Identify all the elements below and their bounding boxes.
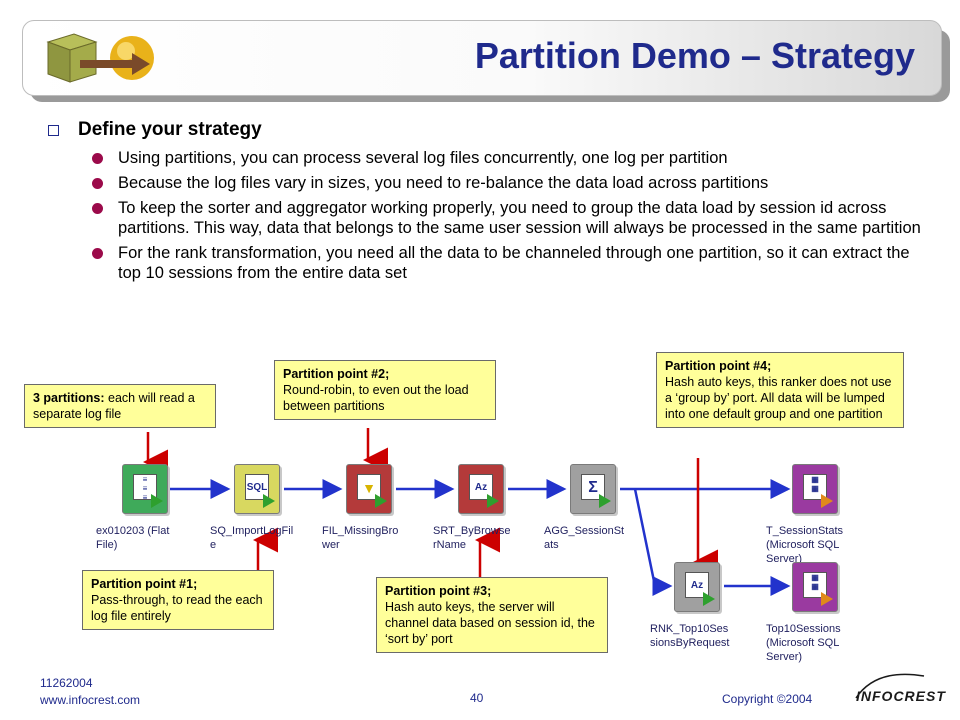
heading-bullet: Define your strategy [44, 118, 934, 142]
green-arrow-icon [375, 494, 387, 508]
slide-title: Partition Demo – Strategy [474, 35, 915, 76]
orange-arrow-icon [821, 494, 833, 508]
source-flat-file-node[interactable]: ≡≡≡ [122, 464, 168, 514]
green-arrow-icon [703, 592, 715, 606]
target-session-stats-node[interactable]: ▦▦ [792, 464, 838, 514]
bullet-content: Define your strategy Using partitions, y… [44, 118, 934, 288]
copyright: Copyright ©2004 [722, 692, 813, 706]
orange-arrow-icon [821, 592, 833, 606]
node-label: SQ_ImportLogFil e [210, 525, 294, 551]
ranker-node[interactable]: Az [674, 562, 720, 612]
sub-bullet: For the rank transformation, you need al… [44, 243, 934, 283]
callout-partition-point-2: Partition point #2; Round-robin, to even… [274, 360, 496, 420]
callout-partition-point-3: Partition point #3; Hash auto keys, the … [376, 577, 608, 653]
title-bar: Partition Demo – Strategy [22, 20, 942, 96]
node-label: SRT_ByBrowse rName [433, 525, 511, 551]
node-label: ex010203 (Flat File) [96, 525, 170, 551]
target-top10-node[interactable]: ▦▦ [792, 562, 838, 612]
node-label: T_SessionStats (Microsoft SQL Server) [766, 525, 844, 565]
footer-url: www.infocrest.com [40, 693, 141, 707]
callout-partitions: 3 partitions: each will read a separate … [24, 384, 216, 428]
cube-sphere-logo-icon [46, 33, 154, 83]
infocrest-logo-icon [855, 673, 925, 699]
green-arrow-icon [487, 494, 499, 508]
round-bullet-icon [92, 178, 103, 189]
sub-bullet: Using partitions, you can process severa… [44, 148, 934, 168]
round-bullet-icon [92, 203, 103, 214]
sort-icon: Az [469, 474, 493, 500]
node-label: AGG_SessionSt ats [544, 525, 625, 551]
square-bullet-icon [48, 125, 59, 136]
sorter-node[interactable]: Az [458, 464, 504, 514]
round-bullet-icon [92, 153, 103, 164]
heading-text: Define your strategy [78, 119, 262, 140]
footer-code: 11262004 [40, 676, 93, 690]
aggregator-node[interactable]: Σ [570, 464, 616, 514]
callout-partition-point-4: Partition point #4; Hash auto keys, this… [656, 352, 904, 428]
sub-bullet-list: Using partitions, you can process severa… [44, 148, 934, 283]
green-arrow-icon [151, 494, 163, 508]
node-label: Top10Sessions (Microsoft SQL Server) [766, 623, 841, 663]
green-arrow-icon [263, 494, 275, 508]
node-label: FIL_MissingBro wer [322, 525, 399, 551]
green-arrow-icon [599, 494, 611, 508]
round-bullet-icon [92, 248, 103, 259]
infocrest-logo-text: INFOCREST [856, 688, 946, 704]
page-number: 40 [470, 691, 484, 705]
flow-line [633, 488, 673, 596]
sub-bullet: Because the log files vary in sizes, you… [44, 173, 934, 193]
node-label: RNK_Top10Ses sionsByRequest [650, 623, 730, 649]
source-qualifier-node[interactable]: SQL [234, 464, 280, 514]
sub-bullet: To keep the sorter and aggregator workin… [44, 198, 934, 238]
rank-icon: Az [685, 572, 709, 598]
table-icon: ▦▦ [803, 474, 827, 500]
callout-partition-point-1: Partition point #1; Pass-through, to rea… [82, 570, 274, 630]
filter-node[interactable]: ▼ [346, 464, 392, 514]
